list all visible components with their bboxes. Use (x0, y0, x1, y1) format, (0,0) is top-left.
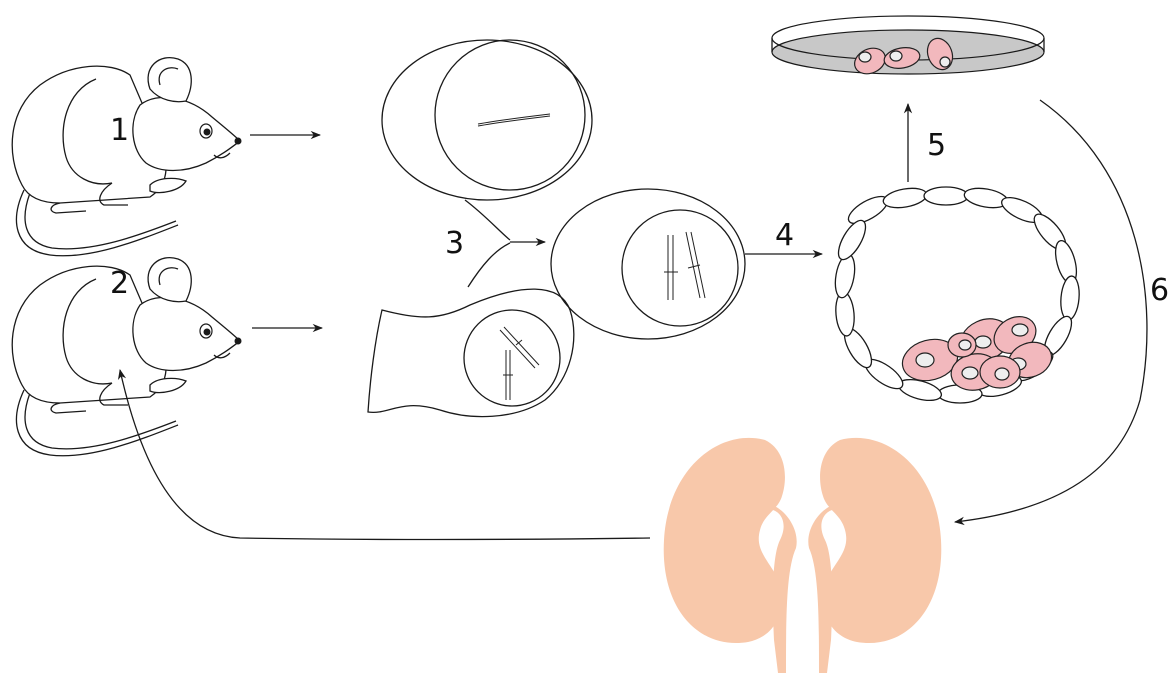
fusion-arrow-bottom (468, 243, 510, 287)
step-label-4: 4 (775, 218, 794, 253)
oocyte-icon (382, 40, 592, 200)
blastocyst-icon (832, 185, 1081, 404)
donor-mouse-icon (12, 58, 241, 256)
step-label-3: 3 (445, 226, 464, 261)
fusion-arrow-top (465, 200, 510, 240)
arrow-kidneys-to-mouse2 (120, 370, 650, 540)
step-label-5: 5 (927, 128, 946, 163)
petri-dish-icon (772, 16, 1044, 79)
step-label-1: 1 (110, 113, 129, 148)
step-label-6: 6 (1150, 273, 1169, 308)
arrow-to-kidneys (955, 100, 1147, 522)
somatic-cell-icon (368, 289, 574, 416)
kidney-icon (664, 438, 942, 673)
step-label-2: 2 (110, 266, 129, 301)
embryo-icon (551, 189, 745, 339)
